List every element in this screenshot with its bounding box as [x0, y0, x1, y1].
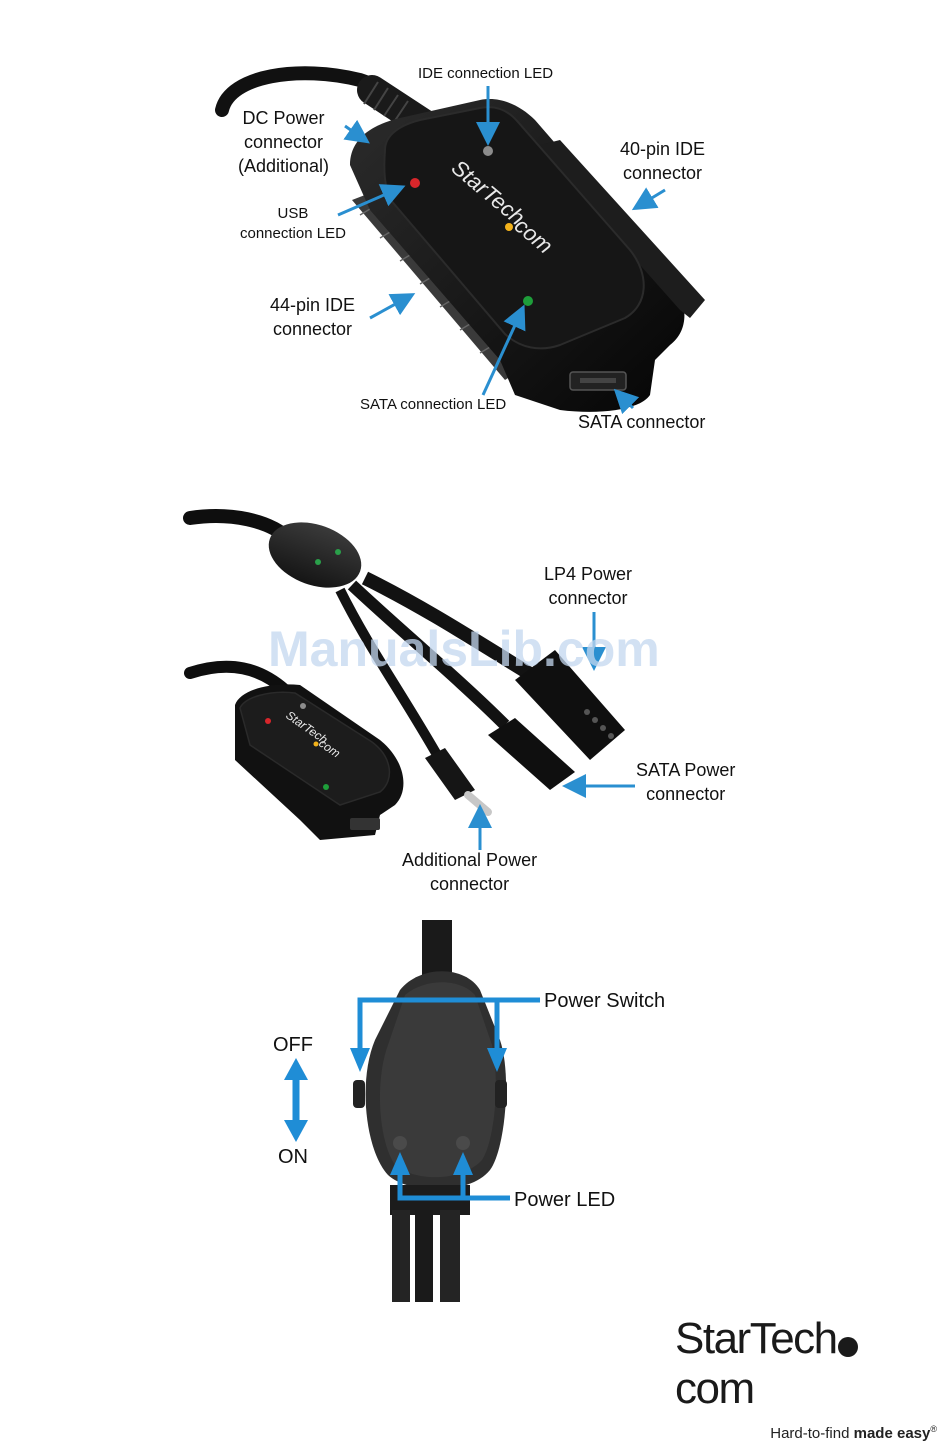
power-led-right — [456, 1136, 470, 1150]
brand-tagline: Hard-to-find made easy® — [675, 1420, 937, 1443]
label-power-switch: Power Switch — [544, 989, 665, 1013]
brand-dot-icon — [838, 1337, 858, 1357]
label-power-led: Power LED — [514, 1188, 615, 1212]
brand-logo: StarTechcom Hard-to-find made easy® — [675, 1314, 937, 1443]
brand-wordmark: StarTechcom — [675, 1314, 937, 1414]
label-off: OFF — [273, 1033, 313, 1057]
label-on: ON — [278, 1145, 308, 1169]
power-led-left — [393, 1136, 407, 1150]
figure3-illustration — [0, 0, 950, 1402]
